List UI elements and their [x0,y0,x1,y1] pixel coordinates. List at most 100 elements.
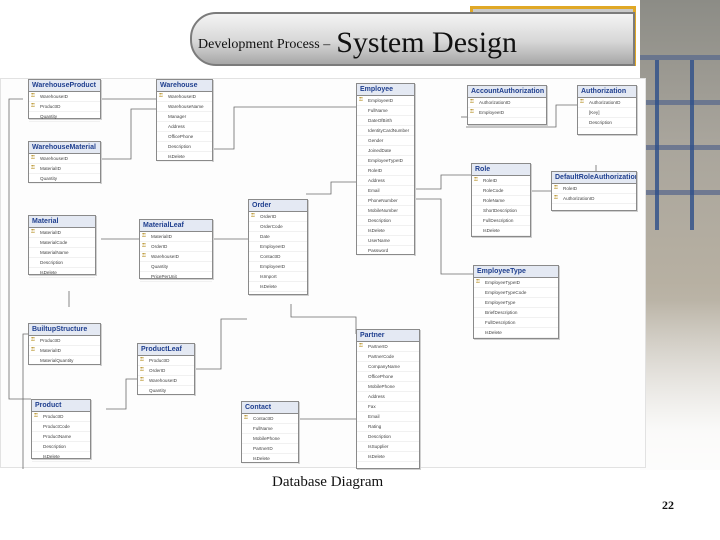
column: OfficePhone [357,372,419,382]
slide-title: Development Process – System Design [198,20,628,60]
column: PhoneNumber [357,196,414,206]
shelf-line [640,55,720,60]
column: OfficePhone [157,132,212,142]
column: IdentityCardNumber [357,126,414,136]
column: Quantity [29,174,100,184]
column: Rating [357,422,419,432]
key-column: AuthorizationID [578,98,636,108]
table-material-leaf: MaterialLeafMaterialIDOrderIDWarehouseID… [139,219,213,279]
key-column: RoleID [472,176,530,186]
table-employee: EmployeeEmployeeIDFullNameDateOfBirthIde… [356,83,415,255]
column: Description [578,118,636,128]
column: Quantity [29,112,100,122]
key-column: EmployeeID [468,108,546,118]
column: IsDelete [472,226,530,236]
column: EmployeeID [249,242,307,252]
column: ProductName [32,432,90,442]
table-partner: PartnerPartnerIDPartnerCodeCompanyNameOf… [356,329,420,469]
column: Password [357,246,414,256]
column: ProductCode [32,422,90,432]
column: IsDelete [249,282,307,292]
key-column: OrderID [249,212,307,222]
shelf-line [640,100,720,105]
column: IsDelete [357,226,414,236]
table-header: WarehouseMaterial [29,142,100,154]
key-column: PartnerID [357,342,419,352]
column: Gender [357,136,414,146]
column: MobilePhone [357,382,419,392]
key-column: MaterialID [140,232,212,242]
column: Description [32,442,90,452]
table-header: Role [472,164,530,176]
column: FullName [242,424,298,434]
column: MaterialQuantity [29,356,100,366]
key-column: MaterialID [29,346,100,356]
table-header: WarehouseProduct [29,80,100,92]
key-column: WarehouseID [29,92,100,102]
column: PartnerID [242,444,298,454]
column: Email [357,186,414,196]
column: FullName [357,106,414,116]
title-main: System Design [336,26,517,60]
table-header: Employee [357,84,414,96]
column: MobileNumber [357,206,414,216]
column: IsDelete [474,328,558,338]
key-column: ProductID [138,356,194,366]
column: IsDelete [32,452,90,462]
table-header: AccountAuthorization [468,86,546,98]
key-column: WarehouseID [29,154,100,164]
column: Description [29,258,95,268]
column: Email [357,412,419,422]
column: BriefDescription [474,308,558,318]
column: Address [157,122,212,132]
column: Quantity [138,386,194,396]
table-header: DefaultRoleAuthorization [552,172,636,184]
column: CompanyName [357,362,419,372]
column: MobilePhone [242,434,298,444]
table-product-leaf: ProductLeafProductIDOrderIDWarehouseIDQu… [137,343,195,395]
table-builtup-structure: BuiltupStructureProductIDMaterialIDMater… [28,323,101,365]
column: Address [357,392,419,402]
photo-fade [640,300,720,540]
column: IsDelete [242,454,298,464]
table-header: Order [249,200,307,212]
table-material: MaterialMaterialIDMaterialCodeMaterialNa… [28,215,96,275]
table-header: MaterialLeaf [140,220,212,232]
key-column: ContactID [242,414,298,424]
column: Address [357,176,414,186]
table-header: Product [32,400,90,412]
column: IsDelete [157,152,212,162]
key-column: ProductID [32,412,90,422]
column: PartnerCode [357,352,419,362]
column: RoleID [357,166,414,176]
column: ContactID [249,252,307,262]
key-column: WarehouseID [138,376,194,386]
column: Manager [157,112,212,122]
column: OrderCode [249,222,307,232]
key-column: ProductID [29,336,100,346]
column: Description [357,432,419,442]
column: RoleCode [472,186,530,196]
column: IsDelete [357,452,419,462]
shelf-line [640,145,720,150]
column: Description [157,142,212,152]
key-column: OrderID [138,366,194,376]
key-column: AuthorizationID [552,194,636,204]
table-header: Partner [357,330,419,342]
key-column: WarehouseID [140,252,212,262]
table-warehouse-product: WarehouseProductWarehouseIDProductIDQuan… [28,79,101,119]
rack-post [690,60,694,230]
column: EmployeeTypeCode [474,288,558,298]
column: Date [249,232,307,242]
column: PricePerUnit [140,272,212,282]
diagram-caption: Database Diagram [272,474,383,491]
table-authorization: AuthorizationAuthorizationID[Key]Descrip… [577,85,637,135]
table-product: ProductProductIDProductCodeProductNameDe… [31,399,91,459]
column: DateOfBirth [357,116,414,126]
table-warehouse-material: WarehouseMaterialWarehouseIDMaterialIDQu… [28,141,101,183]
page-number: 22 [662,498,674,513]
table-default-role-authorization: DefaultRoleAuthorizationRoleIDAuthorizat… [551,171,637,211]
column: Quantity [140,262,212,272]
key-column: ProductID [29,102,100,112]
table-account-authorization: AccountAuthorizationAuthorizationIDEmplo… [467,85,547,125]
